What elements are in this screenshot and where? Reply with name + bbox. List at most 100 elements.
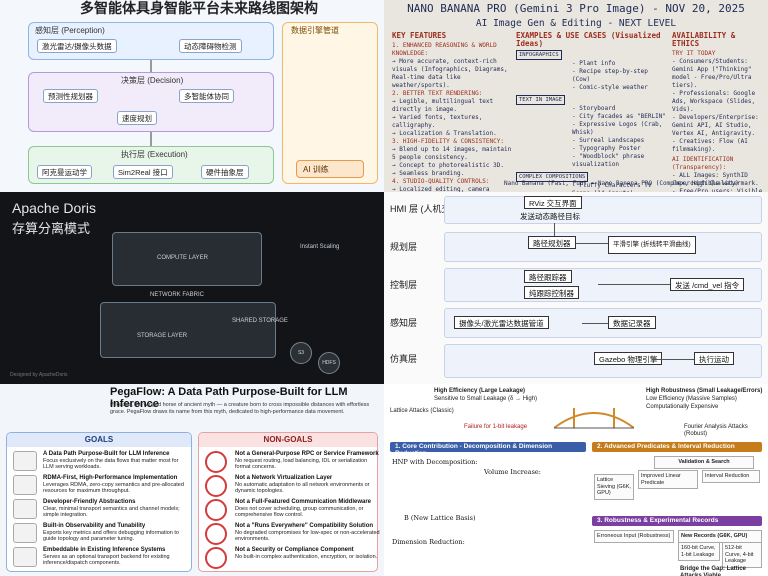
example-category: TEXT IN IMAGE [516,95,566,105]
shared-storage-label: SHARED STORAGE [232,318,288,324]
key-feature-line: → Legible, multilingual text directly in… [392,98,494,113]
item-desc: Exports key metrics and offers debugging… [43,529,179,543]
rviz-node: RViz 交互界面 [524,196,582,209]
example-item: - Typography Poster [572,145,641,152]
decision-band: 决策层 (Decision) 预测性规划器 多智能体协同 速度规划 [28,72,274,132]
tile-nano-banana-notes[interactable]: NANO BANANA PRO (Gemini 3 Pro Image) - N… [384,0,768,192]
connector-path-smooth [576,243,608,244]
low-efficiency: Low Efficiency (Massive Samples) [646,396,737,402]
ai-identification-item: - ALL Images: SynthID imperceptible wate… [672,172,759,187]
connector-hmi-planning [554,223,555,236]
predictive-planner-node: 预测性规划器 [43,89,98,103]
example-item: - "Woodblock" phrase visualization [572,153,645,168]
goal-icon [13,547,37,567]
instant-scaling-label: Instant Scaling [300,244,340,250]
key-feature-line: → Localization & Translation. [392,130,497,137]
erroneous-input-box: Erroneous Input (Robustness) [594,530,674,543]
new-records-box: New Records (G6K, GPU) [678,530,762,543]
section-robustness: 3. Robustness & Experimental Records [592,516,762,526]
key-feature-line: 4. STUDIO-QUALITY CONTROLS: [392,178,490,185]
example-category: INFOGRAPHICS [516,50,562,60]
key-feature-line: → Seamless branding. [392,170,465,177]
layer-perception: 感知层 [390,318,418,328]
layer-hmi: HMI 层 (人机交互) [390,204,463,214]
key-feature-line: 3. HIGH-FIDELITY & CONSISTENCY: [392,138,504,145]
connector-sensor-logger [582,323,608,324]
example-item: - Surreal Landscapes [572,137,645,144]
nongoal-item: Not a Full-Featured Communication Middle… [235,499,381,519]
record-160: 160-bit Curve, 1-bit Leakage [678,542,720,561]
item-title: Built-in Observability and Tunability [43,523,146,529]
no-sign-icon [205,523,227,545]
goals-panel: GOALS A Data Path Purpose-Built for LLM … [6,432,192,572]
no-sign-icon [205,451,227,473]
ackermann-node: 阿克曼运动学 [37,165,92,179]
doris-subtitle: 存算分离模式 [12,221,91,236]
notes-footer: Nano Banana (Fast, Fun) → Nano Banana PR… [504,180,739,187]
decision-label: 决策层 (Decision) [121,76,184,85]
goal-icon [13,499,37,519]
item-desc: Does not cover scheduling, group communi… [235,505,364,519]
exec-motion-node: 执行运动 [694,352,734,365]
goal-item: Embeddable in Existing Inference Systems… [43,547,189,567]
lattice-classic: Lattice Attacks (Classic) [390,408,454,414]
hnp-label: HNP with Decomposition: [392,458,478,466]
example-group: TEXT IN IMAGE- Storyboard- City facades … [516,95,666,169]
try-today: TRY IT TODAY [672,50,716,57]
connector-control-cmd [598,284,670,285]
nongoals-panel: NON-GOALS Not a General-Purpose RPC or S… [198,432,381,572]
availability-column: AVAILABILITY & ETHICS TRY IT TODAY - Con… [672,32,764,193]
key-feature-line: 1. ENHANCED REASONING & WORLD KNOWLEDGE: [392,42,497,57]
storage-layer: STORAGE LAYER [100,302,276,358]
layer-planning: 规划层 [390,242,418,252]
hmi-region [444,196,762,224]
planning-region [444,232,762,262]
example-group: COMPLEX COMPOSITIONS- Fluffy Characters … [516,172,666,192]
high-efficiency: High Efficiency (Large Leakage) [434,388,526,394]
storage-label: STORAGE LAYER [137,333,188,339]
layer-simulation: 仿真层 [390,354,418,364]
key-feature-line: → Concept to photorealistic 3D. [392,162,504,169]
example-item: - Plant info [572,60,616,67]
tile-roadmap-architecture[interactable]: 多智能体具身智能平台未来路线图架构 感知层 (Perception) 激光雷达/… [0,0,384,192]
key-feature-line: → More accurate, context-rich visuals (I… [392,58,508,89]
compute-layer: COMPUTE LAYER [112,232,262,286]
lidar-node: 激光雷达/摄像头数据 [37,39,117,53]
example-item: - Comic-style weather [572,84,648,91]
availability-item: - Professionals: Google Ads, Workspace (… [672,90,756,113]
no-sign-icon [205,547,227,569]
goals-heading: GOALS [7,433,191,447]
perception-band: 感知层 (Perception) 激光雷达/摄像头数据 动态障碍物检测 [28,22,274,60]
tile-pegaflow[interactable]: PegaFlow: A Data Path Purpose-Built for … [0,384,384,576]
tile-lattice-poster[interactable]: Lattice Attacks (Classic) High Efficienc… [384,384,768,576]
path-planner-node: 路径规划器 [528,236,576,249]
no-sign-icon [205,499,227,521]
key-feature-line: → Blend up to 14 images, maintain 5 peop… [392,146,512,161]
item-title: RDMA-First, High-Performance Implementat… [43,475,178,481]
sensitive-leakage: Sensitive to Small Leakage (δ → High) [434,396,538,402]
data-logger-node: 数据记录器 [608,316,656,329]
examples-column: EXAMPLES & USE CASES (Visualized Ideas) … [516,32,666,192]
sieving-box: Lattice Sieving (G6K, GPU) [594,474,634,500]
data-engine-label: 数据引擎管道 [291,26,339,35]
dimred-label: Dimension Reduction: [392,538,465,546]
item-desc: No request routing, load balancing, IDL … [235,457,368,471]
example-category: COMPLEX COMPOSITIONS [516,172,589,182]
item-title: Not a General-Purpose RPC or Service Fra… [235,451,379,457]
example-item: - Expressive Logos (Crab, Whisk) [572,121,663,136]
pure-pursuit-node: 纯跟踪控制器 [524,286,579,299]
tile-ros-layers[interactable]: HMI 层 (人机交互) 规划层 控制层 感知层 仿真层 RViz 交互界面 发… [384,192,768,384]
bridge-illustration [554,408,634,429]
goal-icon [13,451,37,471]
tile-apache-doris[interactable]: Apache Doris 存算分离模式 COMPUTE LAYER NETWOR… [0,192,384,384]
gazebo-node: Gazebo 物理引擎 [594,352,663,365]
path-tracker-node: 路径跟踪器 [524,270,572,283]
smooth-engine-node: 平滑引擎 (折线转平滑曲线) [608,236,696,254]
speed-planning-node: 速度规划 [117,111,157,125]
key-feature-line: → Varied fonts, textures, calligraphy. [392,114,483,129]
key-features-heading: KEY FEATURES [392,31,447,40]
